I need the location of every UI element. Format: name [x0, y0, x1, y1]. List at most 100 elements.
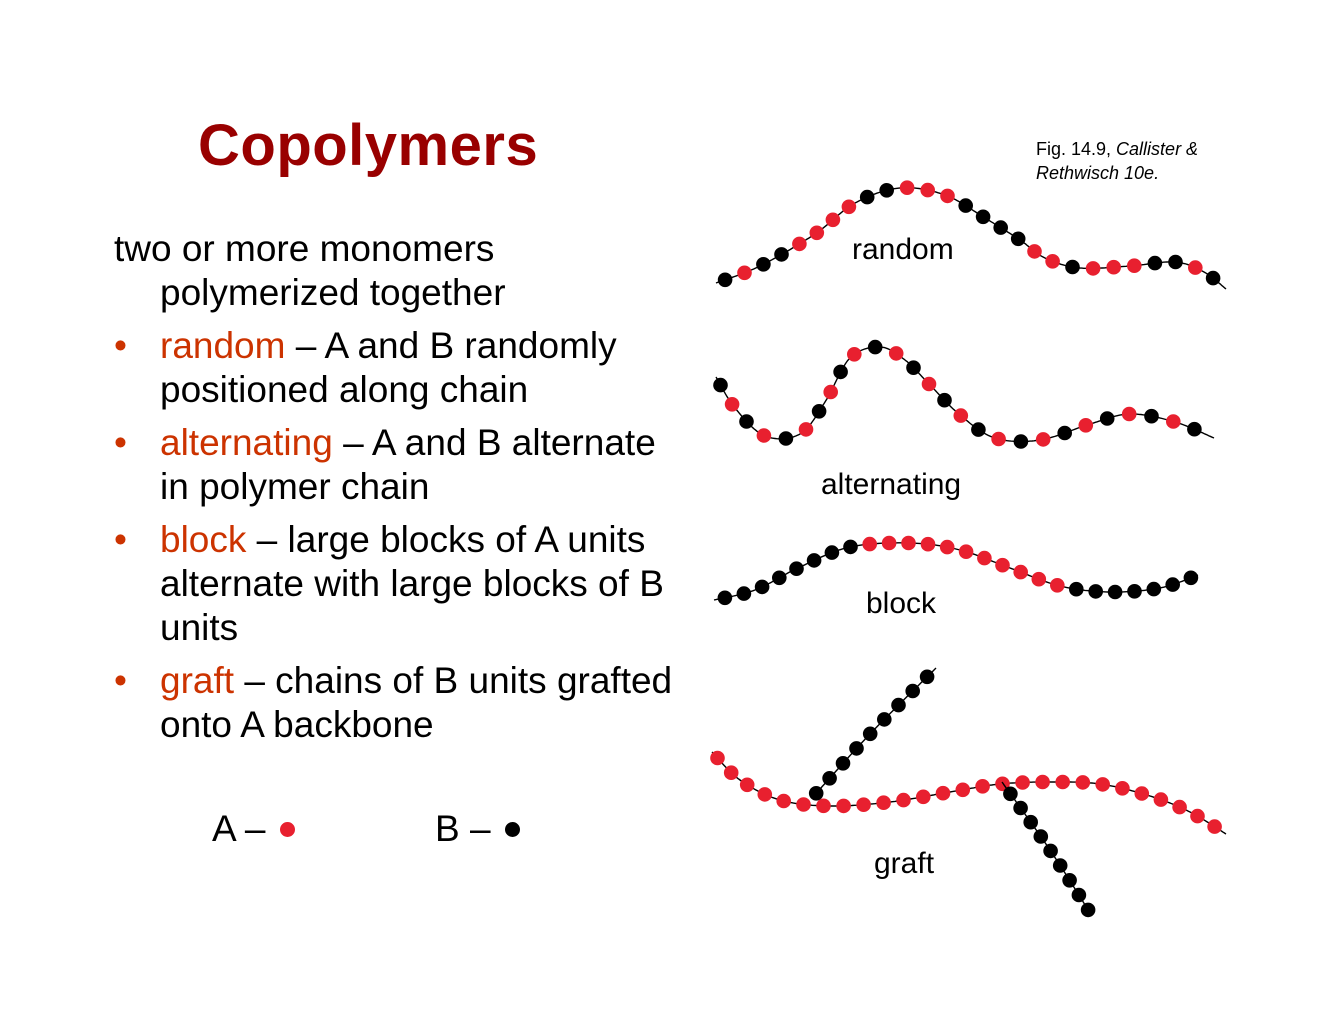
monomer-a: [920, 536, 936, 552]
monomer-a: [739, 777, 755, 793]
monomer-a: [939, 539, 955, 555]
bullet-graft: • graft – chains of B units grafted onto…: [114, 659, 694, 747]
monomer-b: [835, 756, 851, 771]
monomer-b: [877, 712, 892, 727]
monomer-a: [921, 376, 937, 392]
monomer-a: [1127, 258, 1142, 274]
monomer-a: [916, 789, 931, 805]
bullet-dot: •: [114, 519, 127, 560]
slide-title: Copolymers: [198, 113, 539, 178]
monomer-b: [713, 377, 728, 393]
monomer-b: [739, 414, 754, 429]
legend-b-label: B –: [435, 808, 491, 849]
figure-caption: Fig. 14.9, Callister & Rethwisch 10e.: [1036, 137, 1198, 185]
monomer-b: [919, 669, 935, 685]
monomer-a: [796, 797, 811, 812]
monomer-a: [920, 182, 935, 198]
monomer-a: [1153, 792, 1169, 807]
monomer-a: [1015, 775, 1030, 790]
monomer-a: [1013, 564, 1028, 580]
monomer-b: [1043, 843, 1058, 859]
monomer-b: [1080, 902, 1096, 918]
desc-alternating: – A and B alternate in polymer chain: [160, 422, 656, 507]
monomer-a: [847, 347, 862, 362]
term-block: block: [160, 519, 247, 560]
monomer-a: [935, 785, 951, 801]
bullet-alternating: • alternating – A and B alternate in pol…: [114, 421, 694, 509]
monomer-a: [1172, 799, 1187, 815]
monomer-b: [1057, 425, 1072, 441]
monomer-b: [1147, 255, 1163, 271]
monomer-a: [1035, 432, 1051, 447]
alternating-backbone-line: [715, 346, 1215, 443]
monomer-b: [1062, 873, 1077, 888]
monomer-b: [833, 364, 848, 380]
monomer-a: [710, 750, 725, 766]
monomer-b: [1183, 570, 1199, 586]
monomer-b: [778, 431, 794, 446]
label-random: random: [852, 233, 954, 266]
monomer-b: [1187, 421, 1202, 437]
monomer-a: [958, 544, 974, 559]
label-block: block: [866, 587, 937, 620]
legend-a-label: A –: [212, 808, 266, 849]
monomer-b: [958, 198, 973, 213]
label-alternating: alternating: [821, 468, 962, 501]
monomer-a: [737, 265, 752, 281]
monomer-b: [843, 539, 858, 555]
monomer-b: [1127, 584, 1142, 599]
monomer-a: [991, 431, 1006, 447]
monomer-a: [901, 535, 916, 551]
monomer-a: [723, 765, 739, 780]
monomer-a: [955, 782, 971, 798]
caption-plain: Fig. 14.9,: [1036, 139, 1117, 159]
monomer-a: [899, 180, 915, 195]
monomer-a: [798, 422, 814, 437]
monomer-b: [993, 220, 1008, 235]
monomer-a: [1166, 414, 1181, 429]
monomer-a: [1031, 571, 1047, 587]
monomer-b: [1205, 270, 1221, 286]
monomer-a: [1095, 777, 1110, 792]
monomer-b: [811, 404, 827, 419]
monomer-b: [736, 586, 752, 601]
monomer-b: [1088, 584, 1103, 599]
monomer-b: [1146, 581, 1162, 597]
label-graft: graft: [874, 847, 935, 880]
monomer-b: [859, 189, 875, 205]
desc-graft: – chains of B units grafted onto A backb…: [160, 660, 673, 745]
bullet-dot: •: [114, 660, 127, 701]
monomer-a: [1115, 781, 1130, 796]
monomer-b: [1013, 434, 1029, 449]
monomer-b: [1071, 887, 1087, 903]
monomer-a: [876, 795, 891, 810]
block-backbone-line: [713, 542, 1199, 601]
monomer-b: [756, 257, 771, 272]
monomer-b: [1033, 829, 1049, 844]
monomer-b: [717, 272, 733, 288]
monomer-b: [1144, 408, 1159, 424]
monomer-a: [792, 236, 807, 252]
graft-branch-1-chain: [808, 667, 937, 801]
monomer-b: [1099, 411, 1115, 426]
intro-text: two or more monomers polymerized togethe…: [114, 228, 506, 313]
monomer-a: [1078, 418, 1094, 433]
monomer-a: [756, 428, 772, 443]
monomer-b: [1168, 254, 1183, 270]
monomer-b: [1010, 231, 1026, 247]
monomer-b: [849, 741, 864, 756]
monomer-b: [772, 570, 787, 586]
graft-branch-2-chain: [1001, 781, 1096, 918]
monomer-b: [1065, 259, 1080, 275]
monomer-b: [1069, 581, 1084, 597]
slide-body: two or more monomers polymerized togethe…: [114, 227, 694, 747]
monomer-b: [774, 247, 789, 262]
monomer-a: [977, 550, 992, 566]
monomer-a: [1050, 578, 1065, 593]
monomer-a: [724, 397, 740, 412]
term-graft: graft: [160, 660, 235, 701]
monomer-a: [1121, 406, 1137, 422]
monomer-a: [953, 408, 969, 423]
monomer-a: [995, 557, 1010, 573]
monomer-a: [1027, 244, 1042, 259]
